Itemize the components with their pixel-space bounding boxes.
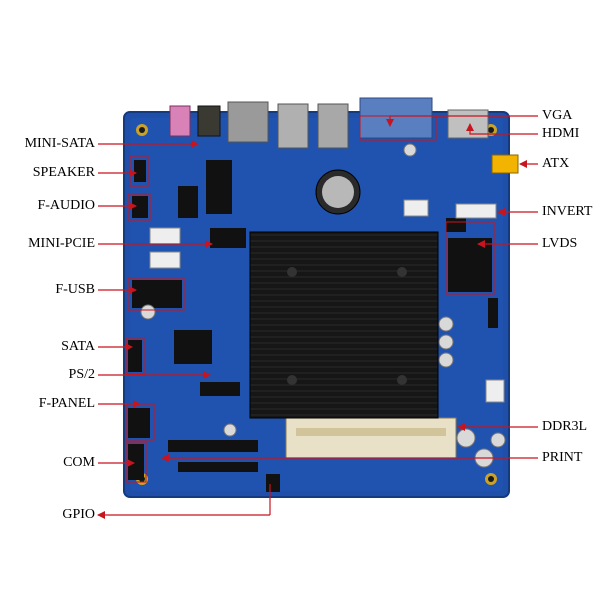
label-vga: VGA	[542, 108, 573, 123]
label-f-audio: F-AUDIO	[37, 198, 95, 213]
label-ddr3l: DDR3L	[542, 419, 588, 434]
atx-connector	[491, 154, 519, 174]
label-invert: INVERT	[542, 204, 593, 219]
heatsink	[249, 231, 439, 419]
label-mini-sata: MINI-SATA	[24, 136, 95, 151]
label-hdmi: HDMI	[542, 126, 580, 141]
label-sata: SATA	[61, 339, 95, 354]
capacitors	[140, 143, 506, 468]
label-lvds: LVDS	[542, 236, 578, 251]
highlight-boxes	[125, 115, 495, 483]
arrow-hdmi	[466, 123, 538, 135]
rear-io	[169, 97, 489, 149]
ddr3l-slot	[285, 417, 457, 459]
label-gpio: GPIO	[62, 507, 95, 522]
label-mini-pcie: MINI-PCIE	[28, 236, 95, 251]
label-speaker: SPEAKER	[32, 165, 95, 180]
label-f-usb: F-USB	[55, 282, 95, 297]
label-print: PRINT	[542, 450, 583, 465]
label-atx: ATX	[542, 156, 570, 171]
label-f-panel: F-PANEL	[38, 396, 95, 411]
label-ps2: PS/2	[68, 367, 95, 382]
cmos-battery	[315, 169, 361, 215]
label-com: COM	[63, 455, 95, 470]
white-connectors	[149, 199, 505, 403]
